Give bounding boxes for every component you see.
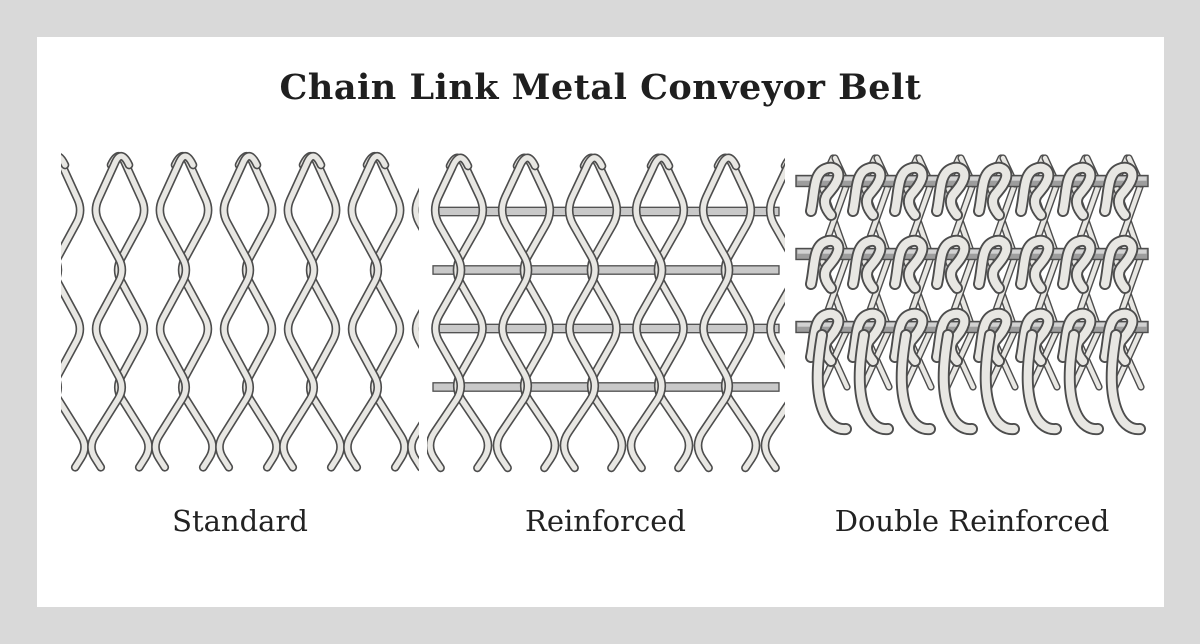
figure-reinforced: Reinforced <box>426 147 785 538</box>
figure-label-standard: Standard <box>172 504 308 538</box>
figures-row: Standard Reinforced Double Reinforced <box>61 147 1152 538</box>
figure-label-reinforced: Reinforced <box>525 504 686 538</box>
figure-double-reinforced: Double Reinforced <box>792 147 1152 538</box>
page-title: Chain Link Metal Conveyor Belt <box>279 67 922 108</box>
figure-standard: Standard <box>61 147 419 538</box>
reinforced-mesh-illustration <box>426 153 785 473</box>
standard-mesh-illustration <box>61 151 419 472</box>
figure-label-double-reinforced: Double Reinforced <box>834 504 1110 538</box>
double-reinforced-mesh-illustration <box>795 154 1149 436</box>
diagram-card: Chain Link Metal Conveyor Belt Standard … <box>37 37 1164 607</box>
